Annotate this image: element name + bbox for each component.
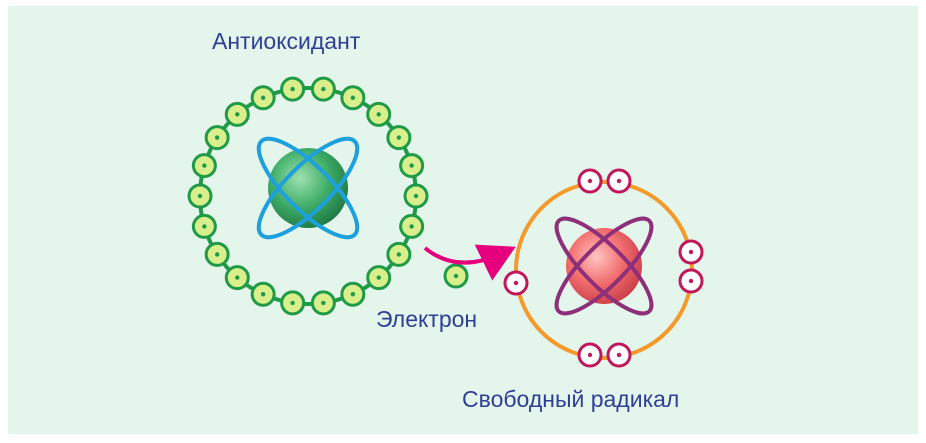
transfer-arrow [423, 244, 516, 281]
antioxidant-electron [224, 265, 250, 291]
antioxidant-electron [386, 241, 412, 267]
antioxidant-electron [250, 281, 276, 307]
antioxidant-electron [366, 265, 392, 291]
radical-electron [606, 168, 632, 194]
antioxidant-orbit [256, 136, 360, 240]
antioxidant-electron [224, 101, 250, 127]
antioxidant-electron [310, 76, 336, 102]
radical-electron [678, 239, 704, 265]
free-electron [443, 263, 469, 289]
radical-atom [503, 168, 704, 368]
antioxidant-orbit [256, 136, 360, 240]
radical-electron [606, 342, 632, 368]
antioxidant-electron [310, 290, 336, 316]
antioxidant-electron [399, 153, 425, 179]
radical-electron [577, 342, 603, 368]
antioxidant-electron [191, 213, 217, 239]
antioxidant-electron [250, 85, 276, 111]
radical-electron [678, 268, 704, 294]
electron-label: Электрон [376, 306, 478, 332]
antioxidant-nucleus [268, 148, 348, 228]
radical-electron [503, 270, 529, 296]
free-radical-label: Свободный радикал [462, 386, 680, 412]
antioxidant-label: Антиоксидант [212, 28, 361, 54]
radical-nucleus [566, 228, 642, 304]
antioxidant-electron [340, 281, 366, 307]
antioxidant-electron [187, 183, 213, 209]
antioxidant-electron [403, 183, 429, 209]
antioxidant-electron [386, 125, 412, 151]
radical-orbit [554, 216, 654, 316]
antioxidant-electron [366, 101, 392, 127]
antioxidant-electron [280, 290, 306, 316]
antioxidant-electrons [187, 76, 429, 316]
antioxidant-electron [191, 153, 217, 179]
radical-electron [577, 168, 603, 194]
antioxidant-atom [187, 76, 429, 316]
antioxidant-electron [204, 241, 230, 267]
antioxidant-electron [399, 213, 425, 239]
radical-electrons [503, 168, 704, 368]
antioxidant-electron [204, 125, 230, 151]
background-panel [8, 6, 918, 434]
antioxidant-electron [340, 85, 366, 111]
antioxidant-electron [280, 76, 306, 102]
radical-orbit [554, 216, 654, 316]
